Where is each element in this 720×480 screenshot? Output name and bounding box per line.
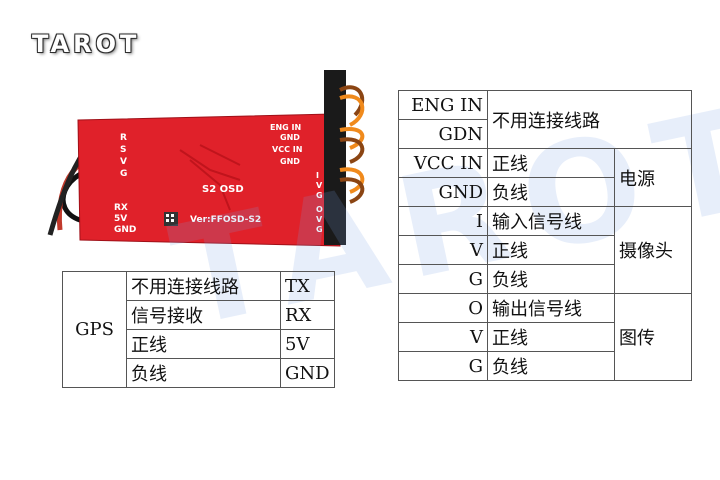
label-gnd-1: GND xyxy=(280,133,300,142)
right-connector xyxy=(324,70,346,245)
table-row: GDN xyxy=(398,119,692,149)
table-row: 信号接收 RX xyxy=(63,300,335,330)
pcb-traces xyxy=(179,144,241,211)
table-row: V 正线 xyxy=(398,235,692,265)
table-row: I 输入信号线 摄像头 xyxy=(398,206,692,294)
gdn-label: GDN xyxy=(398,119,488,149)
side-letter-g: G xyxy=(316,191,323,200)
pin-g: G xyxy=(120,169,127,179)
table-row: ENG IN 不用连接线路 xyxy=(398,90,692,149)
table-row: GPS 不用连接线路 TX xyxy=(62,271,335,388)
gps-desc: 负线 xyxy=(126,358,281,388)
table-row: G 负线 xyxy=(398,351,692,381)
gps-desc: 不用连接线路 xyxy=(126,271,281,301)
side-letter-o: O xyxy=(316,205,323,214)
pin-v: V xyxy=(120,157,127,167)
camera-pin: I xyxy=(398,206,488,236)
chip-pads xyxy=(164,212,178,226)
label-vcc-in: VCC IN xyxy=(272,145,302,154)
board-version: Ver:FFOSD-S2 xyxy=(190,215,261,225)
power-pin: VCC IN xyxy=(398,148,488,178)
vtx-pin: O xyxy=(398,293,488,323)
camera-pin: V xyxy=(398,235,488,265)
vtx-group: 图传 xyxy=(614,293,692,381)
osd-wiring-table: ENG IN 不用连接线路 GDN VCC IN 正线 电源 GND 负线 I … xyxy=(398,90,692,381)
table-row: VCC IN 正线 电源 xyxy=(398,148,692,207)
gps-desc: 正线 xyxy=(126,329,281,359)
osd-board-photo: R S V G RX 5V GND S2 OSD Ver:FFOSD-S2 EN… xyxy=(47,70,365,247)
label-gnd-2: GND xyxy=(280,157,300,166)
eng-desc: 不用连接线路 xyxy=(487,90,692,149)
table-row: O 输出信号线 图传 xyxy=(398,293,692,381)
side-letter-v2: V xyxy=(316,215,323,224)
gps-group-label: GPS xyxy=(62,271,127,388)
gps-pin: 5V xyxy=(280,329,335,359)
label-5v: 5V xyxy=(114,214,127,224)
gps-wiring-table: GPS 不用连接线路 TX 信号接收 RX 正线 5V 负线 GND xyxy=(62,271,335,388)
pin-s: S xyxy=(120,145,126,155)
power-pin: GND xyxy=(398,177,488,207)
label-eng-in: ENG IN xyxy=(270,123,301,132)
side-letter-i: I xyxy=(316,171,319,180)
power-desc: 正线 xyxy=(487,148,615,178)
gps-desc: 信号接收 xyxy=(126,300,281,330)
vtx-pin: V xyxy=(398,322,488,352)
gps-pin: RX xyxy=(280,300,335,330)
right-wires xyxy=(339,85,365,204)
power-desc: 负线 xyxy=(487,177,615,207)
camera-desc: 正线 xyxy=(487,235,615,265)
gps-pin: TX xyxy=(280,271,335,301)
vtx-desc: 输出信号线 xyxy=(487,293,615,323)
label-gnd: GND xyxy=(114,225,136,235)
label-rx: RX xyxy=(114,203,128,213)
table-row: 负线 GND xyxy=(63,358,335,388)
power-group: 电源 xyxy=(614,148,692,207)
vtx-desc: 负线 xyxy=(487,351,615,381)
eng-in-label: ENG IN xyxy=(398,90,488,120)
vtx-desc: 正线 xyxy=(487,322,615,352)
side-letter-v: V xyxy=(316,181,323,190)
pcb-body xyxy=(77,113,341,247)
camera-desc: 负线 xyxy=(487,264,615,294)
camera-group: 摄像头 xyxy=(614,206,692,294)
board-title: S2 OSD xyxy=(202,184,244,195)
gps-pin: GND xyxy=(280,358,335,388)
side-letter-g2: G xyxy=(316,225,323,234)
camera-desc: 输入信号线 xyxy=(487,206,615,236)
tarot-logo: TAROT xyxy=(32,30,141,58)
table-row: V 正线 xyxy=(398,322,692,352)
vtx-pin: G xyxy=(398,351,488,381)
table-row: GND 负线 xyxy=(398,177,692,207)
pin-r: R xyxy=(120,133,127,143)
camera-pin: G xyxy=(398,264,488,294)
